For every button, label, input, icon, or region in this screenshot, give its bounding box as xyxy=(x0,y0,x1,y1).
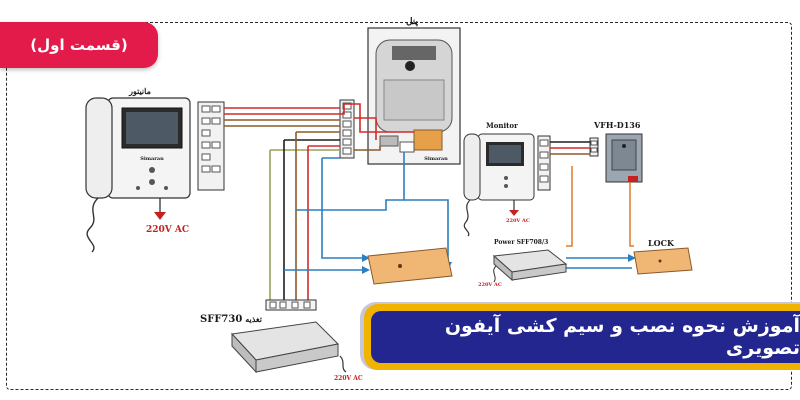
wires-right xyxy=(550,141,634,269)
part-badge: (قسمت اول) xyxy=(0,22,158,68)
label-panel-fa: پنل xyxy=(406,16,419,27)
monitor-secondary-terminal xyxy=(537,135,551,191)
title-banner-text: آموزش نحوه نصب و سیم کشی آیفون تصویری xyxy=(444,315,800,359)
label-supply-fa: تغذیه xyxy=(245,314,263,324)
door-station-terminal xyxy=(589,137,599,157)
label-power-small: Power SFF708/3 xyxy=(494,239,548,246)
label-lock: LOCK xyxy=(648,238,675,248)
panel-terminal-block xyxy=(339,99,355,159)
panel-camera xyxy=(405,61,415,71)
power-supply-main: SFF730 تغذیه 220V AC xyxy=(200,299,363,382)
door-panel: پنل Simaran xyxy=(367,16,461,165)
power-supply-secondary: Power SFF708/3 220V AC xyxy=(478,239,568,288)
label-door-station: VFH-D136 xyxy=(593,120,641,130)
monitor-secondary: Monitor 220V AC xyxy=(463,121,535,237)
dashed-frame xyxy=(6,22,792,390)
label-supply-ac: 220V AC xyxy=(334,375,363,382)
wires-left xyxy=(224,103,449,300)
monitor-main: مانیتور Simaran 220V AC xyxy=(85,86,191,253)
title-banner: آموزش نحوه نصب و سیم کشی آیفون تصویری xyxy=(360,302,800,372)
monitor-handset xyxy=(85,97,113,199)
label-power-small-ac: 220V AC xyxy=(478,282,502,288)
lock-right: LOCK xyxy=(633,238,693,275)
label-monitor-en: Monitor xyxy=(486,121,518,130)
handset-cord xyxy=(86,197,99,253)
panel-speaker xyxy=(392,46,436,60)
label-monitor-brand: Simaran xyxy=(140,156,164,162)
part-badge-label: (قسمت اول) xyxy=(30,36,128,54)
panel-terminals xyxy=(413,129,443,151)
label-monitor-fa: مانیتور xyxy=(128,86,151,97)
label-supply-model: SFF730 xyxy=(200,314,242,325)
lock-left xyxy=(367,247,453,285)
label-panel-brand: Simaran xyxy=(424,156,448,162)
monitor-terminal-block xyxy=(197,101,225,191)
title-banner-body: آموزش نحوه نصب و سیم کشی آیفون تصویری xyxy=(371,311,800,363)
door-station-secondary: VFH-D136 xyxy=(593,120,643,183)
label-monitor-small-ac: 220V AC xyxy=(506,218,530,224)
label-power-main: 220V AC xyxy=(146,225,189,235)
